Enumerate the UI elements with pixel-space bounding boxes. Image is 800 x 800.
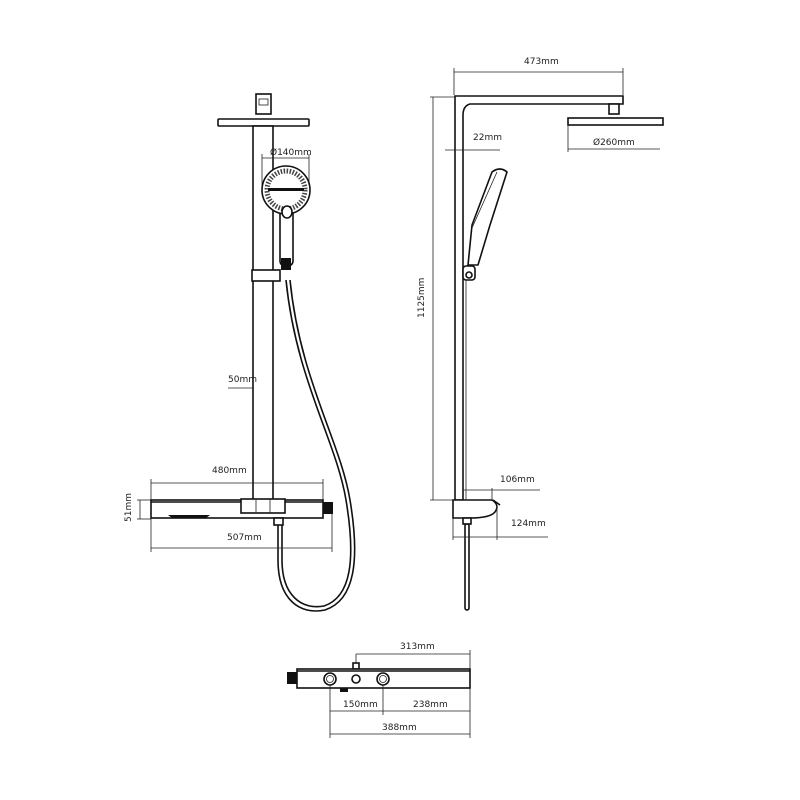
head-diameter-label: Ø140mm <box>270 147 312 158</box>
bottom-view: 313mm 150mm 238mm 388mm <box>287 642 471 738</box>
arm-reach-label: 473mm <box>524 57 559 67</box>
diverter-cap <box>255 93 272 115</box>
spout-tip <box>492 499 501 506</box>
overhead-head-side <box>567 117 664 126</box>
inlet-right-inner <box>379 675 387 683</box>
head-bar <box>268 188 304 191</box>
overhead-shower-head <box>217 118 310 127</box>
end-cap-bottom <box>287 672 297 684</box>
pipe-joint <box>240 498 286 514</box>
outlet-offset-label: 313mm <box>400 642 435 652</box>
hand-shower-edge <box>471 171 498 229</box>
top-outlet <box>352 662 360 670</box>
front-view: Ø140mm 50mm 480mm 51mm 507mm <box>124 93 356 612</box>
pipe-diameter-label: 50mm <box>228 375 257 385</box>
shelf-slot <box>168 515 210 518</box>
bar-depth-label: 124mm <box>511 519 546 529</box>
riser-and-arm <box>454 95 624 501</box>
inlet-left-inner <box>326 675 334 683</box>
spout-label: 106mm <box>500 475 535 485</box>
overall-width-label: 507mm <box>227 533 262 543</box>
height-label: 1125mm <box>417 278 427 318</box>
total-label: 388mm <box>382 723 417 733</box>
hose-outlet-bottom <box>351 674 361 684</box>
inlet-left <box>323 672 337 686</box>
hose-outlet <box>273 517 284 526</box>
wall-offset-label: 22mm <box>473 133 502 143</box>
hose <box>277 279 356 612</box>
hose-inner <box>281 279 352 608</box>
head-diameter-label: Ø260mm <box>593 137 635 148</box>
inlet-to-end-label: 238mm <box>413 700 448 710</box>
bar-side <box>452 499 498 519</box>
hose-connector <box>281 258 291 270</box>
bottom-tab <box>340 688 348 692</box>
hose-outlet-side <box>462 517 472 525</box>
bar-end-cap <box>323 502 333 514</box>
head-nut <box>608 103 620 115</box>
hand-shower-side <box>467 168 508 266</box>
hose-side-lower <box>464 523 470 611</box>
inlet-right <box>376 672 390 686</box>
slide-holder <box>251 269 281 282</box>
mode-button <box>281 205 293 219</box>
inlet-spacing-label: 150mm <box>343 700 378 710</box>
bar-height-label: 51mm <box>124 493 134 522</box>
spray-nozzles <box>264 168 308 212</box>
side-view: 473mm Ø260mm 22mm 1125mm 106mm 124mm <box>417 57 664 611</box>
cap-detail <box>258 98 269 106</box>
holder-pivot <box>465 271 473 279</box>
bar-length-label: 480mm <box>212 466 247 476</box>
